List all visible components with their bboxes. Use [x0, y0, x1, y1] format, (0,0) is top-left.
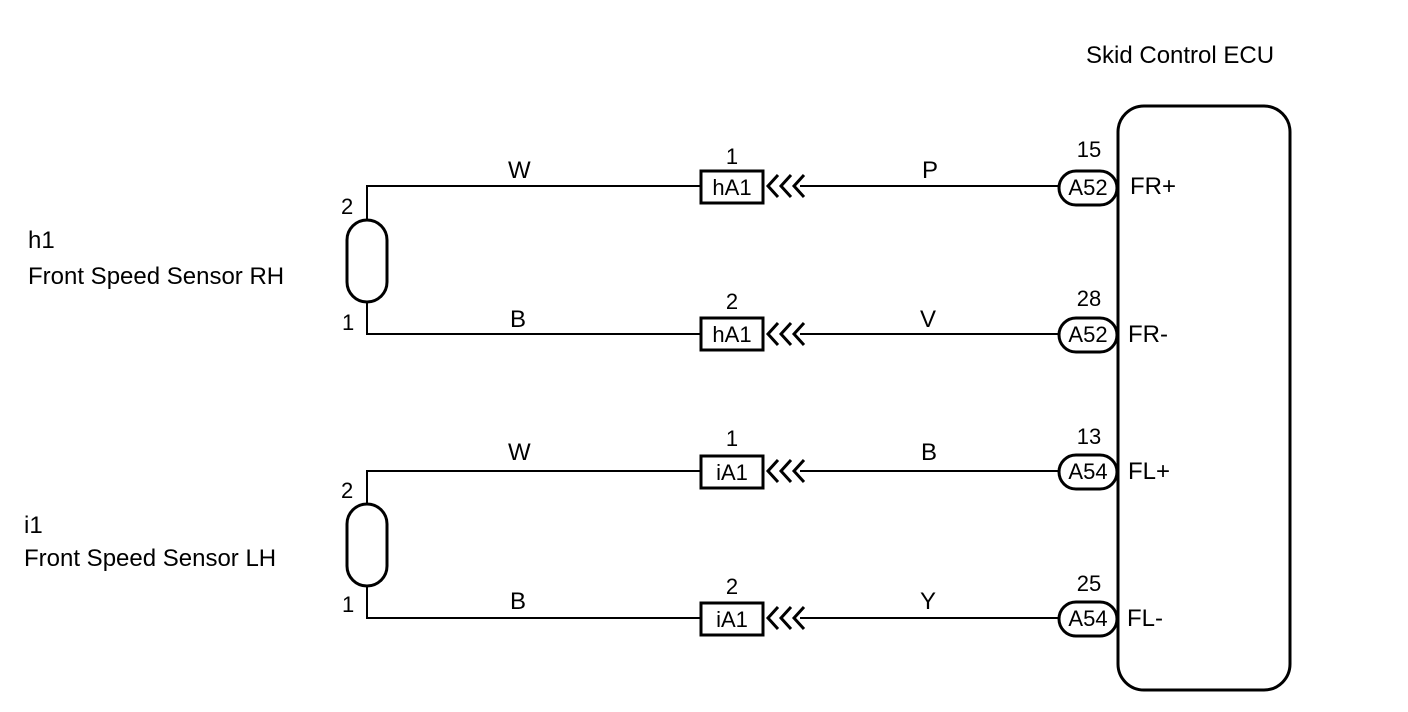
junction-connector-label: hA1: [712, 175, 751, 200]
junction-connector-label: iA1: [716, 460, 748, 485]
junction-pin: 2: [726, 289, 738, 314]
sensor-lh-pin-top: 2: [341, 478, 353, 503]
ecu-wire-color: P: [922, 157, 938, 184]
ecu-pin: 25: [1077, 571, 1101, 596]
sensor-rh-pin-top: 2: [341, 194, 353, 219]
sensor-wire-color: B: [510, 306, 526, 333]
junction-connector-label: iA1: [716, 607, 748, 632]
ecu-connector-label: A52: [1068, 322, 1107, 347]
junction-pin: 2: [726, 574, 738, 599]
ecu-terminal: FL+: [1128, 458, 1170, 485]
sensor-lh-code: i1: [24, 512, 43, 539]
sensor-lh-name: Front Speed Sensor LH: [24, 545, 276, 572]
ecu-pin: 13: [1077, 424, 1101, 449]
ecu-connector-label: A52: [1068, 175, 1107, 200]
circuit-fr-plus: W hA1 1 P A52 15 FR+: [366, 137, 1176, 220]
ecu-pin: 15: [1077, 137, 1101, 162]
sensor-lh-symbol: [345, 502, 389, 588]
junction-connector-box: [699, 454, 765, 490]
ecu-connector-label: A54: [1068, 459, 1107, 484]
sensor-wire: [366, 586, 701, 619]
circuit-fr-minus: B hA1 2 V A52 28 FR-: [366, 286, 1168, 354]
sensor-wire-color: W: [508, 157, 531, 184]
junction-connector-box: [699, 169, 765, 205]
ecu-connector-pill: [1057, 453, 1119, 491]
connector-arrow-icon: [765, 605, 806, 631]
ecu-pin: 28: [1077, 286, 1101, 311]
junction-pin: 1: [726, 426, 738, 451]
circuit-fl-plus: W iA1 1 B A54 13 FL+: [366, 424, 1170, 504]
junction-connector-label: hA1: [712, 322, 751, 347]
sensor-wire: [366, 302, 701, 335]
ecu-wire-color: V: [920, 306, 936, 333]
ecu-connector-pill: [1057, 169, 1119, 207]
ecu-wire-color: B: [921, 439, 937, 466]
sensor-wire: [366, 185, 701, 220]
sensor-rh-pin-bottom: 1: [342, 310, 354, 335]
connector-arrow-icon: [765, 173, 806, 199]
sensor-lh-pin-bottom: 1: [342, 592, 354, 617]
ecu-body: [1116, 104, 1292, 692]
sensor-rh-name: Front Speed Sensor RH: [28, 263, 284, 290]
sensor-wire-color: W: [508, 439, 531, 466]
sensor-rh-symbol: [345, 218, 389, 304]
ecu-title: Skid Control ECU: [1086, 42, 1274, 69]
junction-connector-box: [699, 601, 765, 637]
junction-pin: 1: [726, 144, 738, 169]
sensor-lh: i1 Front Speed Sensor LH 2 1: [24, 478, 389, 617]
ecu-block: Skid Control ECU: [1086, 42, 1292, 692]
circuit-fl-minus: B iA1 2 Y A54 25 FL-: [366, 571, 1163, 638]
ecu-wire-color: Y: [920, 588, 936, 615]
sensor-wire: [366, 470, 701, 504]
junction-connector-box: [699, 316, 765, 352]
ecu-terminal: FR-: [1128, 321, 1168, 348]
sensor-wire-color: B: [510, 588, 526, 615]
sensor-rh-code: h1: [28, 227, 55, 254]
connector-arrow-icon: [765, 458, 806, 484]
sensor-rh: h1 Front Speed Sensor RH 2 1: [28, 194, 389, 335]
ecu-connector-pill: [1057, 600, 1119, 638]
connector-arrow-icon: [765, 321, 806, 347]
ecu-terminal: FL-: [1127, 605, 1163, 632]
ecu-terminal: FR+: [1130, 173, 1176, 200]
ecu-connector-label: A54: [1068, 606, 1107, 631]
ecu-connector-pill: [1057, 316, 1119, 354]
